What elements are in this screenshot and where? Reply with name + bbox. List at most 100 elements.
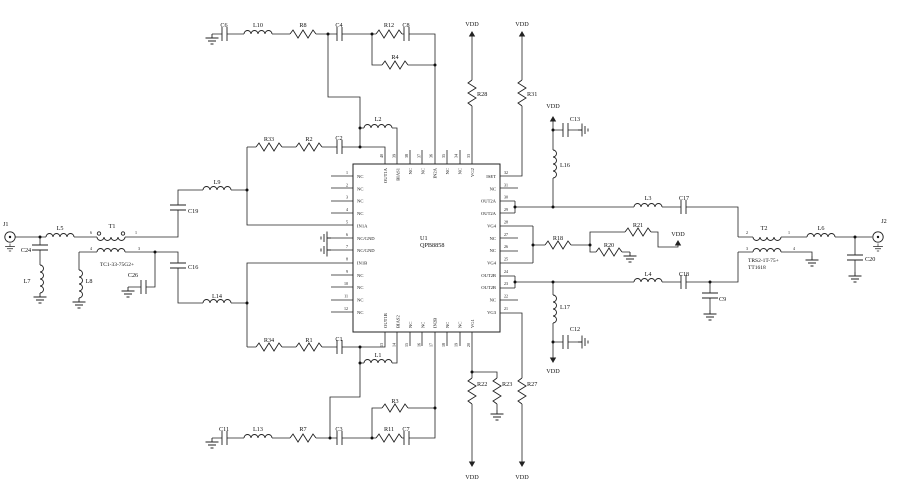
component-label: R21 <box>633 222 643 229</box>
component-label: R1 <box>305 337 312 344</box>
component-label: R20 <box>604 242 614 249</box>
pin-number: 23 <box>504 281 508 286</box>
pin-name: IN1A <box>357 223 368 228</box>
component-label: R27 <box>527 381 537 388</box>
pin-number: 1 <box>346 170 348 175</box>
component-label: TT1618 <box>748 265 766 271</box>
component-label: R28 <box>477 91 487 98</box>
component-label: R2 <box>305 136 312 143</box>
component-label: R34 <box>264 337 274 344</box>
pin-name: NC <box>357 310 363 315</box>
component-label: R12 <box>384 22 394 29</box>
component-label: C13 <box>570 116 580 123</box>
component-label: C4 <box>335 22 342 29</box>
component-label: C8 <box>402 22 409 29</box>
pin-name: NC <box>420 168 425 174</box>
power-net-label: VDD <box>465 21 479 28</box>
pin-number: 2 <box>346 182 348 187</box>
pin-name: NC <box>357 298 363 303</box>
pin-number: 22 <box>504 294 508 299</box>
pin-number: 21 <box>504 306 508 311</box>
pin-name: OUT1B <box>383 313 388 328</box>
ic-pin-labels: 1NC2NC3NC4NC5IN1A6NC/GND7NC/GND8IN1B9NC1… <box>344 154 508 347</box>
power-net-label: VDD <box>515 21 529 28</box>
pin-name: NC <box>458 322 463 328</box>
component-label: C17 <box>679 195 689 202</box>
pin-name: OUT2A <box>481 211 497 216</box>
pin-number: 16 <box>416 343 421 347</box>
wire-power-top <box>471 36 578 207</box>
component-label: C20 <box>865 256 875 263</box>
pin-name: NC <box>357 273 363 278</box>
power-net-label: VDD <box>465 474 479 481</box>
component-label: C9 <box>719 296 726 303</box>
pin-number: 13 <box>379 343 384 347</box>
pin-number: 33 <box>466 154 471 158</box>
pin-name: NC/GND <box>357 248 375 253</box>
ic-u1-body <box>352 163 501 333</box>
component-label: 6 <box>90 230 92 235</box>
pin-number: 24 <box>504 269 508 274</box>
pin-number: 14 <box>391 343 396 347</box>
component-label: L3 <box>645 195 652 202</box>
pin-name: NC <box>490 236 496 241</box>
component-label: C1 <box>335 336 342 343</box>
pin-name: NC <box>357 199 363 204</box>
pin-name: OUT1A <box>383 167 388 183</box>
pin-name: IN2B <box>433 318 438 328</box>
component-label: C3 <box>335 426 342 433</box>
pin-name: IN1B <box>357 261 367 266</box>
component-label: R22 <box>477 381 487 388</box>
pin-number: 29 <box>504 207 508 212</box>
connector-j2 <box>872 231 884 243</box>
component-label: C12 <box>570 326 580 333</box>
component-label: L5 <box>57 225 64 232</box>
ic-part-number: QPB8858 <box>420 242 444 249</box>
pin-number: 5 <box>346 219 348 224</box>
pin-name: NC <box>445 322 450 328</box>
pin-name: NC <box>357 174 363 179</box>
pin-number: 3 <box>346 195 348 200</box>
component-label: L7 <box>24 278 31 285</box>
wire-nc-stubs <box>331 150 461 346</box>
pin-number: 37 <box>416 154 421 158</box>
pin-name: BIAS2 <box>395 315 400 328</box>
component-label: R23 <box>502 381 512 388</box>
component-label: L8 <box>86 278 93 285</box>
ic-refdes: U1 <box>420 235 428 242</box>
component-label: R33 <box>264 136 274 143</box>
component-label: L4 <box>645 271 652 278</box>
pin-number: 10 <box>344 281 348 286</box>
pin-number: 19 <box>454 343 459 347</box>
power-net-label: VDD <box>546 368 560 375</box>
component-label: L16 <box>560 162 570 169</box>
component-label: C18 <box>679 271 689 278</box>
pin-name: NC <box>420 322 425 328</box>
pin-name: NC <box>490 248 496 253</box>
component-label: C19 <box>188 208 198 215</box>
pin-name: VG4 <box>487 223 497 228</box>
power-net-label: VDD <box>546 103 560 110</box>
component-label: L6 <box>818 225 825 232</box>
pin-number: 31 <box>504 182 508 187</box>
junction-dots <box>38 32 857 440</box>
pin-number: 27 <box>504 232 508 237</box>
component-label: C16 <box>188 264 198 271</box>
pin-number: 7 <box>346 244 348 249</box>
pin-number: 9 <box>346 269 348 274</box>
pin-name: VG2 <box>470 167 475 177</box>
pin-number: 15 <box>404 343 409 347</box>
component-label: C24 <box>21 247 31 254</box>
component-label: C2 <box>335 135 342 142</box>
pin-number: 30 <box>504 195 508 200</box>
component-label: 1 <box>788 230 790 235</box>
wire-bottom-network <box>212 332 436 439</box>
pin-number: 18 <box>441 343 446 347</box>
pin-name: NC <box>490 298 496 303</box>
component-label: L9 <box>214 179 221 186</box>
pin-number: 25 <box>504 257 508 262</box>
pin-number: 34 <box>454 154 459 158</box>
component-label: L10 <box>253 22 263 29</box>
component-label: T1 <box>109 223 116 230</box>
